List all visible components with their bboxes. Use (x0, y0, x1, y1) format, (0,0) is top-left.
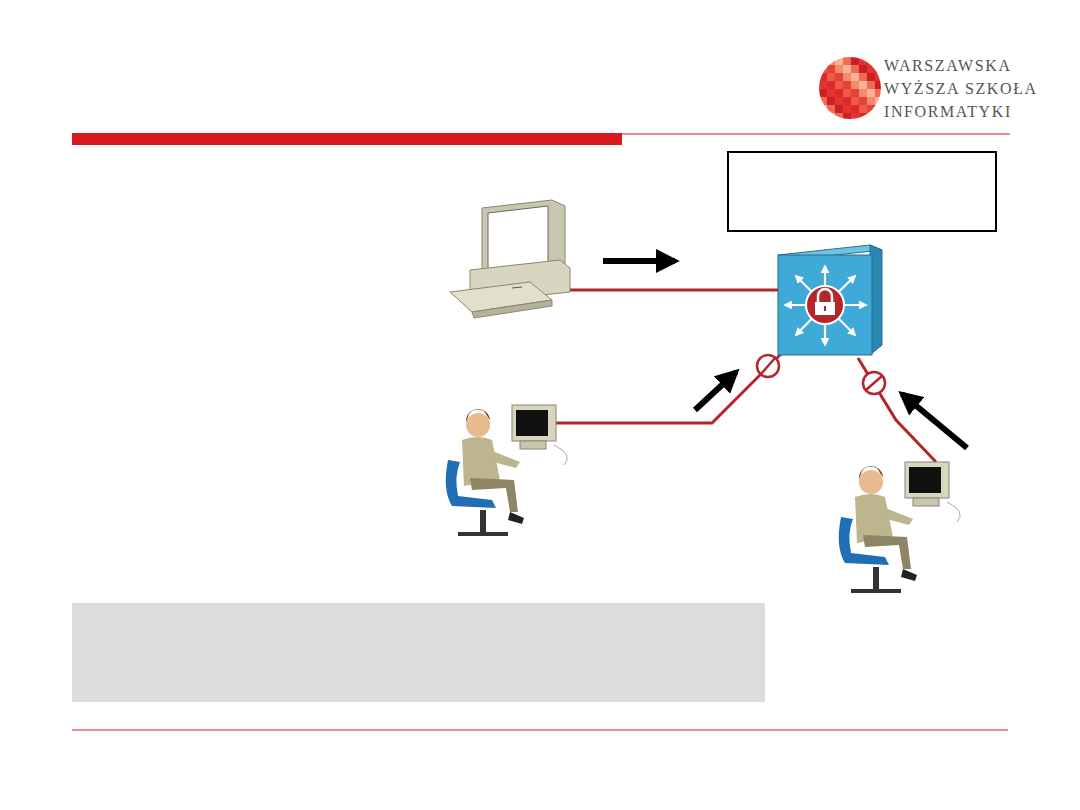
mosaic-tile (827, 57, 835, 65)
mosaic-tile (859, 89, 867, 97)
mosaic-tile (867, 113, 875, 121)
logo-mosaic (819, 57, 883, 121)
mosaic-tile (843, 73, 851, 81)
mosaic-tile (867, 97, 875, 105)
mosaic-tile (859, 65, 867, 73)
empty-box (728, 152, 996, 231)
mosaic-tile (843, 113, 851, 121)
mosaic-tile (835, 81, 843, 89)
user-workstation (839, 462, 961, 591)
mosaic-tile (835, 113, 843, 121)
header-rule (622, 133, 1010, 134)
desktop-computer (450, 200, 570, 318)
header-bar (72, 133, 622, 145)
mosaic-tile (819, 113, 827, 121)
mosaic-tile (851, 89, 859, 97)
blocked-symbol (757, 355, 885, 394)
mosaic-tile (827, 89, 835, 97)
mosaic-tile (819, 89, 827, 97)
mosaic-tile (827, 105, 835, 113)
mosaic-tile (875, 105, 883, 113)
mosaic-tile (843, 89, 851, 97)
mosaic-tile (867, 73, 875, 81)
mosaic-tile (835, 105, 843, 113)
mosaic-tile (843, 81, 851, 89)
mosaic-tile (875, 65, 883, 73)
mosaic-tile (875, 57, 883, 65)
mosaic-tile (859, 105, 867, 113)
mosaic-tile (851, 105, 859, 113)
mosaic-tile (875, 81, 883, 89)
mosaic-tile (835, 65, 843, 73)
mosaic-tile (835, 73, 843, 81)
mosaic-tile (819, 105, 827, 113)
mosaic-tile (843, 105, 851, 113)
mosaic-tile (875, 113, 883, 121)
mosaic-tile (827, 97, 835, 105)
grey-panel (72, 603, 765, 702)
mosaic-tile (875, 73, 883, 81)
mosaic-tile (851, 57, 859, 65)
security-switch (778, 245, 882, 355)
mosaic-tile (851, 113, 859, 121)
mosaic-tile (843, 65, 851, 73)
mosaic-tile (835, 97, 843, 105)
mosaic-tile (875, 97, 883, 105)
mosaic-tile (819, 65, 827, 73)
mosaic-tile (819, 97, 827, 105)
mosaic-tile (843, 57, 851, 65)
mosaic-tile (819, 57, 827, 65)
footer-rule (72, 730, 1008, 731)
mosaic-tile (867, 65, 875, 73)
mosaic-tile (859, 57, 867, 65)
mosaic-tile (867, 81, 875, 89)
mosaic-tile (867, 57, 875, 65)
mosaic-tile (851, 97, 859, 105)
mosaic-tile (875, 89, 883, 97)
logo-text: WYŻSZA SZKOŁA (884, 81, 1038, 97)
mosaic-tile (827, 65, 835, 73)
user-workstation (446, 405, 568, 534)
mosaic-tile (843, 97, 851, 105)
mosaic-tile (851, 65, 859, 73)
mosaic-tile (851, 73, 859, 81)
mosaic-tile (867, 105, 875, 113)
mosaic-tile (859, 73, 867, 81)
mosaic-tile (859, 113, 867, 121)
logo-text: INFORMATYKI (884, 104, 1012, 120)
mosaic-tile (867, 89, 875, 97)
mosaic-tile (835, 57, 843, 65)
mosaic-tile (851, 81, 859, 89)
mosaic-tile (859, 81, 867, 89)
mosaic-tile (827, 73, 835, 81)
mosaic-tile (819, 81, 827, 89)
mosaic-tile (827, 113, 835, 121)
mosaic-tile (819, 73, 827, 81)
mosaic-tile (859, 97, 867, 105)
logo-text: WARSZAWSKA (884, 58, 1012, 74)
mosaic-tile (835, 89, 843, 97)
mosaic-tile (827, 81, 835, 89)
